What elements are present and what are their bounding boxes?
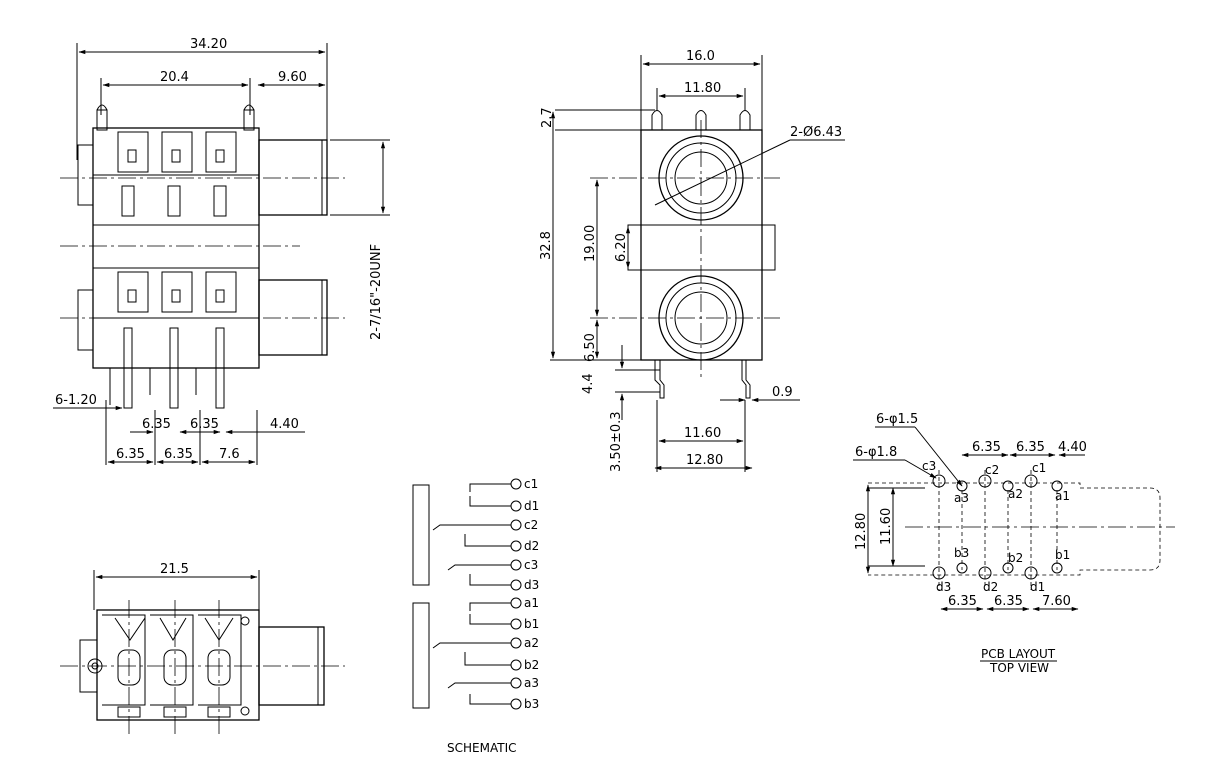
- dim-tab-width: 0.9: [772, 385, 793, 400]
- pcb-label-c3: c3: [922, 459, 936, 473]
- pcb-end: 4.40: [1058, 440, 1087, 455]
- schematic-title: SCHEMATIC: [447, 741, 516, 755]
- dim-barrel-length: 9.60: [278, 70, 307, 85]
- dim-lead-tol: 3.50±0.3: [609, 411, 624, 472]
- dim-base-b: 12.80: [686, 453, 723, 468]
- pcb-label-d1: d1: [1030, 580, 1045, 594]
- pin-c2: c2: [524, 518, 538, 532]
- dim-front-pin-span: 11.80: [684, 81, 721, 96]
- dim-hole: 2-Ø6.43: [790, 125, 842, 140]
- pcb-label-b1: b1: [1055, 548, 1070, 562]
- pcb-label-d2: d2: [983, 580, 998, 594]
- pcb-label-d3: d3: [936, 580, 951, 594]
- pcb-label-b2: b2: [1008, 551, 1023, 565]
- pcb-label-c2: c2: [985, 463, 999, 477]
- pcb-height-inner: 11.60: [879, 508, 894, 545]
- dim-bottom-c: 7.6: [219, 447, 240, 462]
- pin-d1: d1: [524, 499, 539, 513]
- pcb-label-a1: a1: [1055, 489, 1070, 503]
- pcb-label-b3: b3: [954, 546, 969, 560]
- dim-front-width: 16.0: [686, 49, 715, 64]
- pcb-label-a2: a2: [1008, 487, 1023, 501]
- pin-d3: d3: [524, 578, 539, 592]
- pin-b3: b3: [524, 697, 539, 711]
- dim-gap: 6.20: [614, 233, 629, 262]
- dim-jack-pitch: 19.00: [583, 225, 598, 262]
- dim-pitch-a: 6.35: [142, 417, 171, 432]
- dim-top-width: 21.5: [160, 562, 189, 577]
- top-view: 21.5: [60, 562, 345, 735]
- pcb-label-a3: a3: [954, 491, 969, 505]
- pin-a1: a1: [524, 596, 539, 610]
- front-view: 16.0 11.80 2.7 2-Ø6.43 32.8 19.00: [539, 49, 845, 472]
- pcb-hole-large: 6-φ1.8: [855, 445, 897, 460]
- pcb-bottom-2: 6.35: [994, 594, 1023, 609]
- dim-overall-width: 34.20: [190, 37, 227, 52]
- side-view: 34.20 20.4 9.60: [53, 37, 390, 465]
- pcb-pitch-1: 6.35: [972, 440, 1001, 455]
- schematic: c1 d1 c2 d2 c3 d3 a1 b1 a2 b2 a3 b3 SCHE…: [412, 477, 539, 755]
- dim-lead: 4.4: [581, 373, 596, 394]
- pin-b2: b2: [524, 658, 539, 672]
- pcb-title-2: TOP VIEW: [989, 661, 1049, 675]
- dim-front-height: 32.8: [539, 231, 554, 260]
- pcb-title-1: PCB LAYOUT: [981, 647, 1056, 661]
- pin-d2: d2: [524, 539, 539, 553]
- pcb-layout: c3 c2 c1 a3 a2 a1 b3 b2 b1 d3 d2 d1 6-φ1…: [853, 412, 1175, 675]
- schematic-pins: c1 d1 c2 d2 c3 d3 a1 b1 a2 b2 a3 b3: [510, 477, 539, 711]
- dim-pitch-b: 6.35: [190, 417, 219, 432]
- dim-lower: 6.50: [583, 333, 598, 362]
- pcb-bottom-1: 6.35: [948, 594, 977, 609]
- dim-thread: 2-7/16"-20UNF: [369, 244, 384, 340]
- pcb-hole-small: 6-φ1.5: [876, 412, 918, 427]
- pin-c1: c1: [524, 477, 538, 491]
- dim-bottom-b: 6.35: [164, 447, 193, 462]
- pcb-label-c1: c1: [1032, 461, 1046, 475]
- dim-offset: 4.40: [270, 417, 299, 432]
- pcb-pitch-2: 6.35: [1016, 440, 1045, 455]
- pcb-bottom-3: 7.60: [1042, 594, 1071, 609]
- dim-pin-dia: 6-1.20: [55, 393, 97, 408]
- dim-base-a: 11.60: [684, 426, 721, 441]
- pin-a2: a2: [524, 636, 539, 650]
- dim-pin-span: 20.4: [160, 70, 189, 85]
- pin-a3: a3: [524, 676, 539, 690]
- pcb-height-outer: 12.80: [854, 513, 869, 550]
- pin-c3: c3: [524, 558, 538, 572]
- dim-bottom-a: 6.35: [116, 447, 145, 462]
- pin-b1: b1: [524, 617, 539, 631]
